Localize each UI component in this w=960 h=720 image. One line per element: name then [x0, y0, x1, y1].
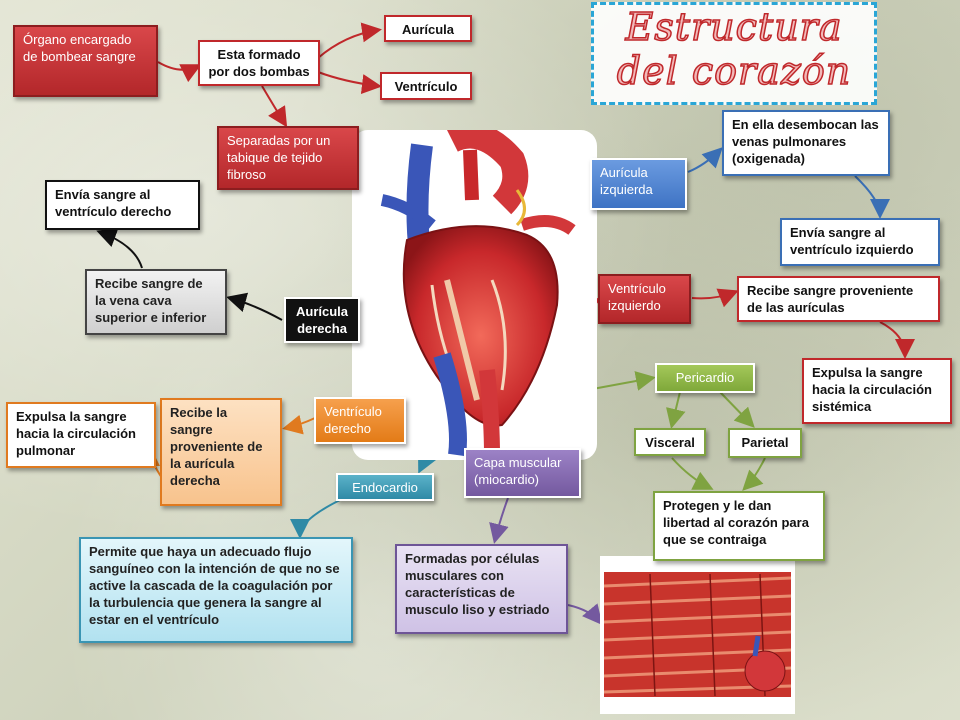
heart-icon [380, 122, 576, 457]
arrow-pericardio-visceral [666, 391, 686, 429]
arrow-pericardio-parietal [719, 391, 755, 428]
node-desembocan: En ella desembocan las venas pulmonares … [722, 110, 890, 176]
node-dos-bombas: Esta formado por dos bombas [198, 40, 320, 86]
arrow-organo-bombas [157, 61, 202, 83]
title-line-1: Estructura [625, 4, 843, 50]
node-endocardio: Endocardio [336, 473, 434, 501]
node-expulsa-sistemica: Expulsa la sangre hacia la circulación s… [802, 358, 952, 424]
node-capa-muscular: Capa muscular (miocardio) [464, 448, 581, 498]
node-ventriculo-izquierdo: Ventrículo izquierdo [598, 274, 691, 324]
node-recibe-auricula-derecha: Recibe la sangre proveniente de la auríc… [160, 398, 282, 506]
arrow-desembocan-envia [854, 175, 890, 219]
muscle-fiber-icon [603, 572, 792, 697]
arrow-vder-recibe [282, 414, 316, 435]
node-pericardio: Pericardio [655, 363, 755, 393]
node-auricula-derecha: Aurícula derecha [284, 297, 360, 343]
node-visceral: Visceral [634, 428, 706, 456]
node-envia-izquierdo: Envía sangre al ventrículo izquierdo [780, 218, 940, 266]
node-ventriculo-derecho: Ventrículo derecho [314, 397, 406, 444]
node-recibe-auriculas: Recibe sangre proveniente de las aurícul… [737, 276, 940, 322]
arrow-bombas-tabique [261, 85, 288, 128]
node-organo: Órgano encargado de bombear sangre [13, 25, 158, 97]
arrow-visceral-protegen [671, 457, 714, 490]
node-envia-derecho: Envía sangre al ventrículo derecho [45, 180, 200, 230]
cardiac-muscle-illustration [600, 556, 795, 714]
node-protegen: Protegen y le dan libertad al corazón pa… [653, 491, 825, 561]
arrow-parietal-protegen [742, 457, 766, 491]
title-line-2: del corazón [616, 48, 852, 94]
arrow-recibe-expulsa [879, 321, 915, 359]
arrow-ader-recibe [226, 292, 283, 321]
arrow-bombas-ventriculo [317, 71, 382, 95]
arrow-vizq-recibe [691, 288, 739, 308]
arrow-bombas-auricula [317, 22, 382, 59]
node-tabique: Separadas por un tabique de tejido fibro… [217, 126, 359, 190]
arrow-aizq-desembocan [687, 147, 723, 173]
arrow-recibe-envia [96, 228, 143, 269]
arrow-endocardio-permite [290, 499, 341, 539]
title-box: Estructura del corazón [591, 2, 877, 105]
arrow-capa-formadas [489, 497, 509, 544]
node-permite: Permite que haya un adecuado flujo sangu… [79, 537, 353, 643]
node-expulsa-pulmonar: Expulsa la sangre hacia la circulación p… [6, 402, 156, 468]
node-parietal: Parietal [728, 428, 802, 458]
node-recibe-cava: Recibe sangre de la vena cava superior e… [85, 269, 227, 335]
node-ventriculo: Ventrículo [380, 72, 472, 100]
node-formadas: Formadas por células musculares con cara… [395, 544, 568, 634]
node-auricula: Aurícula [384, 15, 472, 42]
arrow-formadas-muscle [567, 603, 603, 626]
node-auricula-izquierda: Aurícula izquierda [590, 158, 687, 210]
